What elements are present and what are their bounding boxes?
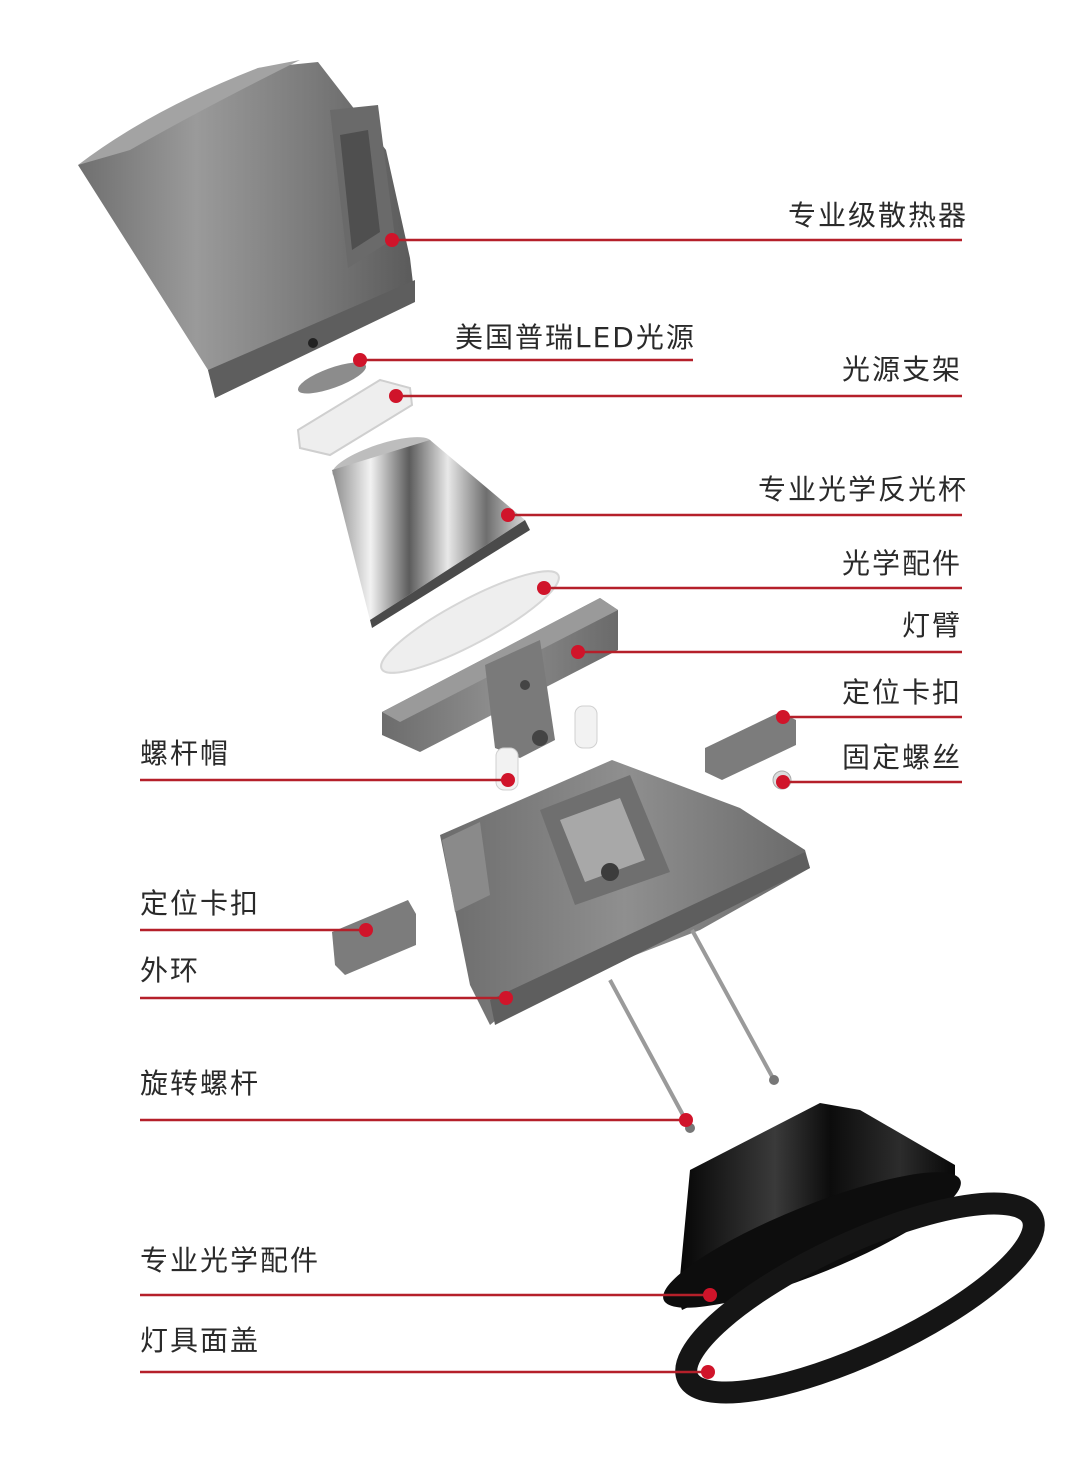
label-rotating-screw: 旋转螺杆 [140, 1067, 261, 1100]
outer-ring-part [440, 760, 810, 1025]
positioning-clip-right-part [705, 712, 796, 780]
leader-lines [140, 238, 962, 1374]
marker-lamp-arm [571, 645, 585, 659]
pro-optical-accessory-part [663, 1103, 961, 1310]
marker-source-bracket [389, 389, 403, 403]
label-fixing-screw: 固定螺丝 [841, 741, 962, 774]
marker-pro-optical-accessory [703, 1288, 717, 1302]
heatsink-part [78, 60, 415, 398]
label-optical-accessory: 光学配件 [841, 547, 962, 580]
label-pro-optical-accessory: 专业光学配件 [140, 1244, 321, 1277]
marker-fixing-screw [776, 775, 790, 789]
marker-positioning-clip-left [359, 923, 373, 937]
marker-optical-accessory [537, 581, 551, 595]
marker-reflector-cup [501, 508, 515, 522]
optical-accessory-part [380, 570, 560, 674]
label-reflector-cup: 专业光学反光杯 [757, 473, 968, 506]
marker-heatsink [385, 233, 399, 247]
label-positioning-clip-left: 定位卡扣 [140, 887, 261, 920]
led-source-part [297, 362, 367, 394]
marker-rotating-screw [679, 1113, 693, 1127]
marker-dots [353, 233, 790, 1379]
marker-outer-ring [499, 991, 513, 1005]
label-positioning-clip-right: 定位卡扣 [841, 676, 962, 709]
marker-led-source [353, 353, 367, 367]
label-lamp-arm: 灯臂 [901, 609, 962, 642]
marker-positioning-clip-right [776, 710, 790, 724]
positioning-clip-left-part [332, 900, 416, 975]
label-led-source: 美国普瑞LED光源 [455, 321, 696, 354]
label-heatsink: 专业级散热器 [787, 199, 968, 232]
reflector-cup-part [332, 437, 530, 628]
label-outer-ring: 外环 [140, 954, 201, 987]
lamp-cover-part [675, 1192, 1045, 1404]
label-source-bracket: 光源支架 [841, 353, 962, 386]
label-lamp-cover: 灯具面盖 [140, 1324, 261, 1357]
marker-lamp-cover [701, 1365, 715, 1379]
source-bracket-part [296, 378, 414, 457]
rotating-screw-part [608, 929, 779, 1133]
label-screw-cap: 螺杆帽 [140, 737, 231, 770]
marker-screw-cap [501, 773, 515, 787]
lamp-arm-part [382, 598, 618, 758]
